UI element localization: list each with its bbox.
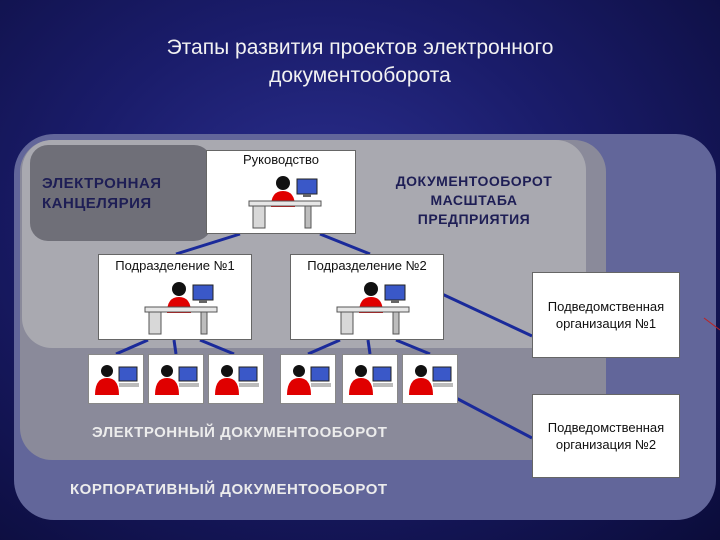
subsidiary-2-label-line: Подведомственная	[547, 420, 665, 435]
chancellery-label: ЭЛЕКТРОННАЯ КАНЦЕЛЯРИЯ	[42, 174, 162, 214]
enterprise-label: ДОКУМЕНТООБОРОТ МАСШТАБА ПРЕДПРИЯТИЯ	[374, 172, 574, 229]
employee-node	[208, 354, 264, 404]
title-line: Этапы развития проектов электронного доку…	[100, 34, 620, 90]
chancellery-label-line: ЭЛЕКТРОННАЯ	[42, 175, 162, 192]
division-1-label: Подразделение №1	[115, 258, 235, 273]
employee-icon	[95, 365, 139, 395]
page-title: Этапы развития проектов электронного доку…	[100, 34, 620, 90]
employee-node	[402, 354, 458, 404]
workstation-icon	[336, 282, 410, 335]
title-line: Этапы развития проектов электронного	[166, 36, 554, 59]
employee-icon	[155, 365, 199, 395]
connector-line	[455, 396, 533, 440]
subsidiary-1-label-line: организация №1	[555, 316, 657, 331]
corporate-label: КОРПОРАТИВНЫЙ ДОКУМЕНТООБОРОТ	[70, 481, 388, 498]
title-line: документооборота	[269, 64, 451, 87]
subsidiary-1-node: Подведомственная организация №1	[532, 272, 680, 358]
connector-line	[175, 232, 241, 256]
enterprise-label-line: ПРЕДПРИЯТИЯ	[417, 211, 531, 227]
connector-line	[307, 338, 341, 356]
connector-line	[319, 232, 371, 256]
edo-label: ЭЛЕКТРОННЫЙ ДОКУМЕНТООБОРОТ	[92, 424, 388, 441]
management-label: Руководство	[243, 152, 319, 167]
connector-line	[441, 292, 533, 338]
accent-line	[703, 317, 720, 331]
employee-icon	[349, 365, 393, 395]
workstation-icon	[144, 282, 218, 335]
enterprise-label-line: МАСШТАБА	[430, 192, 518, 208]
connector-line	[199, 338, 235, 356]
subsidiary-1-label-line: Подведомственная	[547, 299, 665, 314]
division-2-node: Подразделение №2	[290, 254, 444, 340]
connector-line	[115, 338, 149, 356]
electronic-chancellery-layer	[30, 145, 212, 241]
division-2-label: Подразделение №2	[307, 258, 427, 273]
employee-node	[88, 354, 144, 404]
employee-node	[148, 354, 204, 404]
connector-line	[366, 339, 372, 355]
enterprise-label-line: ДОКУМЕНТООБОРОТ	[395, 173, 553, 189]
subsidiary-2-label-line: организация №2	[555, 437, 657, 452]
division-1-node: Подразделение №1	[98, 254, 252, 340]
workstation-icon	[248, 176, 322, 229]
employee-icon	[287, 365, 331, 395]
connector-line	[395, 338, 431, 356]
employee-icon	[409, 365, 453, 395]
employee-node	[342, 354, 398, 404]
employee-node	[280, 354, 336, 404]
connector-line	[172, 339, 178, 355]
management-node: Руководство	[206, 150, 356, 234]
chancellery-label-line: КАНЦЕЛЯРИЯ	[42, 195, 152, 212]
employee-icon	[215, 365, 259, 395]
subsidiary-2-node: Подведомственная организация №2	[532, 394, 680, 478]
